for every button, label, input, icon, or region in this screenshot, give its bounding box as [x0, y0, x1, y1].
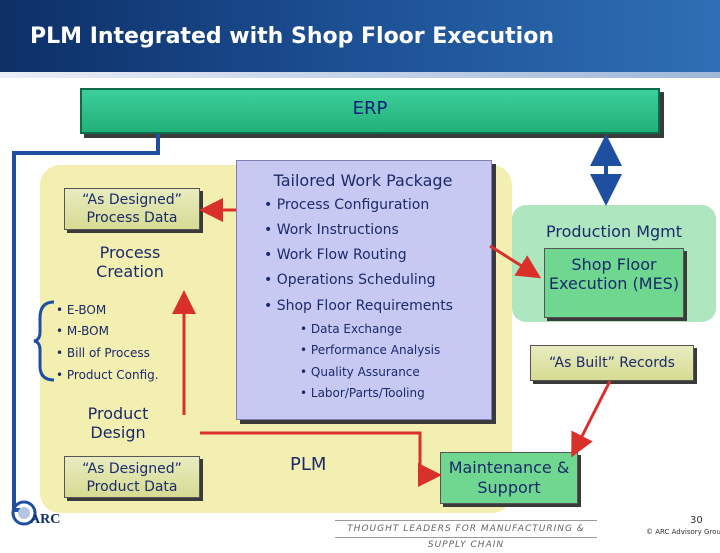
- process-creation-label: Process Creation: [96, 243, 164, 281]
- work-package-item: • Operations Scheduling: [264, 272, 436, 288]
- as-built-box: “As Built” Records: [530, 345, 694, 381]
- footer-tagline: THOUGHT LEADERS FOR MANUFACTURING & SUPP…: [335, 520, 597, 550]
- bom-item: • Product Config.: [56, 368, 159, 382]
- as-designed-process-box: “As Designed” Process Data: [64, 188, 200, 230]
- header-stripe: [0, 72, 720, 78]
- work-package-subitem: • Data Exchange: [300, 322, 402, 336]
- work-package-subitem: • Quality Assurance: [300, 365, 420, 379]
- work-package-box: [236, 160, 492, 420]
- plm-maintenance-loop: [200, 431, 442, 487]
- copyright: © ARC Advisory Group: [646, 528, 720, 536]
- product-design-label: Product Design: [87, 404, 149, 442]
- bom-item: • E-BOM: [56, 303, 107, 317]
- bom-brace: [33, 300, 55, 382]
- maintenance-box: Maintenance & Support: [440, 452, 578, 504]
- work-package-item: • Shop Floor Requirements: [264, 298, 453, 314]
- mes-box: Shop Floor Execution (MES): [544, 248, 684, 318]
- bom-item: • Bill of Process: [56, 346, 150, 360]
- page-title: PLM Integrated with Shop Floor Execution: [30, 24, 554, 49]
- bom-item: • M-BOM: [56, 324, 109, 338]
- as-designed-product-box: “As Designed” Product Data: [64, 456, 200, 498]
- work-package-subitem: • Labor/Parts/Tooling: [300, 386, 425, 400]
- page-number: 30: [690, 515, 703, 526]
- plm-label: PLM: [290, 454, 327, 475]
- production-mgmt-label: Production Mgmt: [545, 222, 683, 241]
- connector-arrows: [12, 134, 622, 512]
- as-built-to-maintenance-arrow: [571, 380, 612, 458]
- erp-box: [80, 88, 660, 134]
- work-package-to-mes-arrow: [489, 244, 542, 279]
- work-package-item: • Process Configuration: [264, 197, 430, 213]
- erp-blue-connector: [12, 134, 160, 512]
- erp-label: ERP: [352, 98, 388, 119]
- work-package-title: Tailored Work Package: [273, 171, 453, 190]
- header-bar: [0, 0, 720, 78]
- work-package-subitem: • Performance Analysis: [300, 343, 441, 357]
- arc-logo: ARC: [11, 500, 60, 527]
- work-package-item: • Work Instructions: [264, 222, 399, 238]
- svg-text:ARC: ARC: [30, 512, 60, 527]
- work-package-item: • Work Flow Routing: [264, 247, 407, 263]
